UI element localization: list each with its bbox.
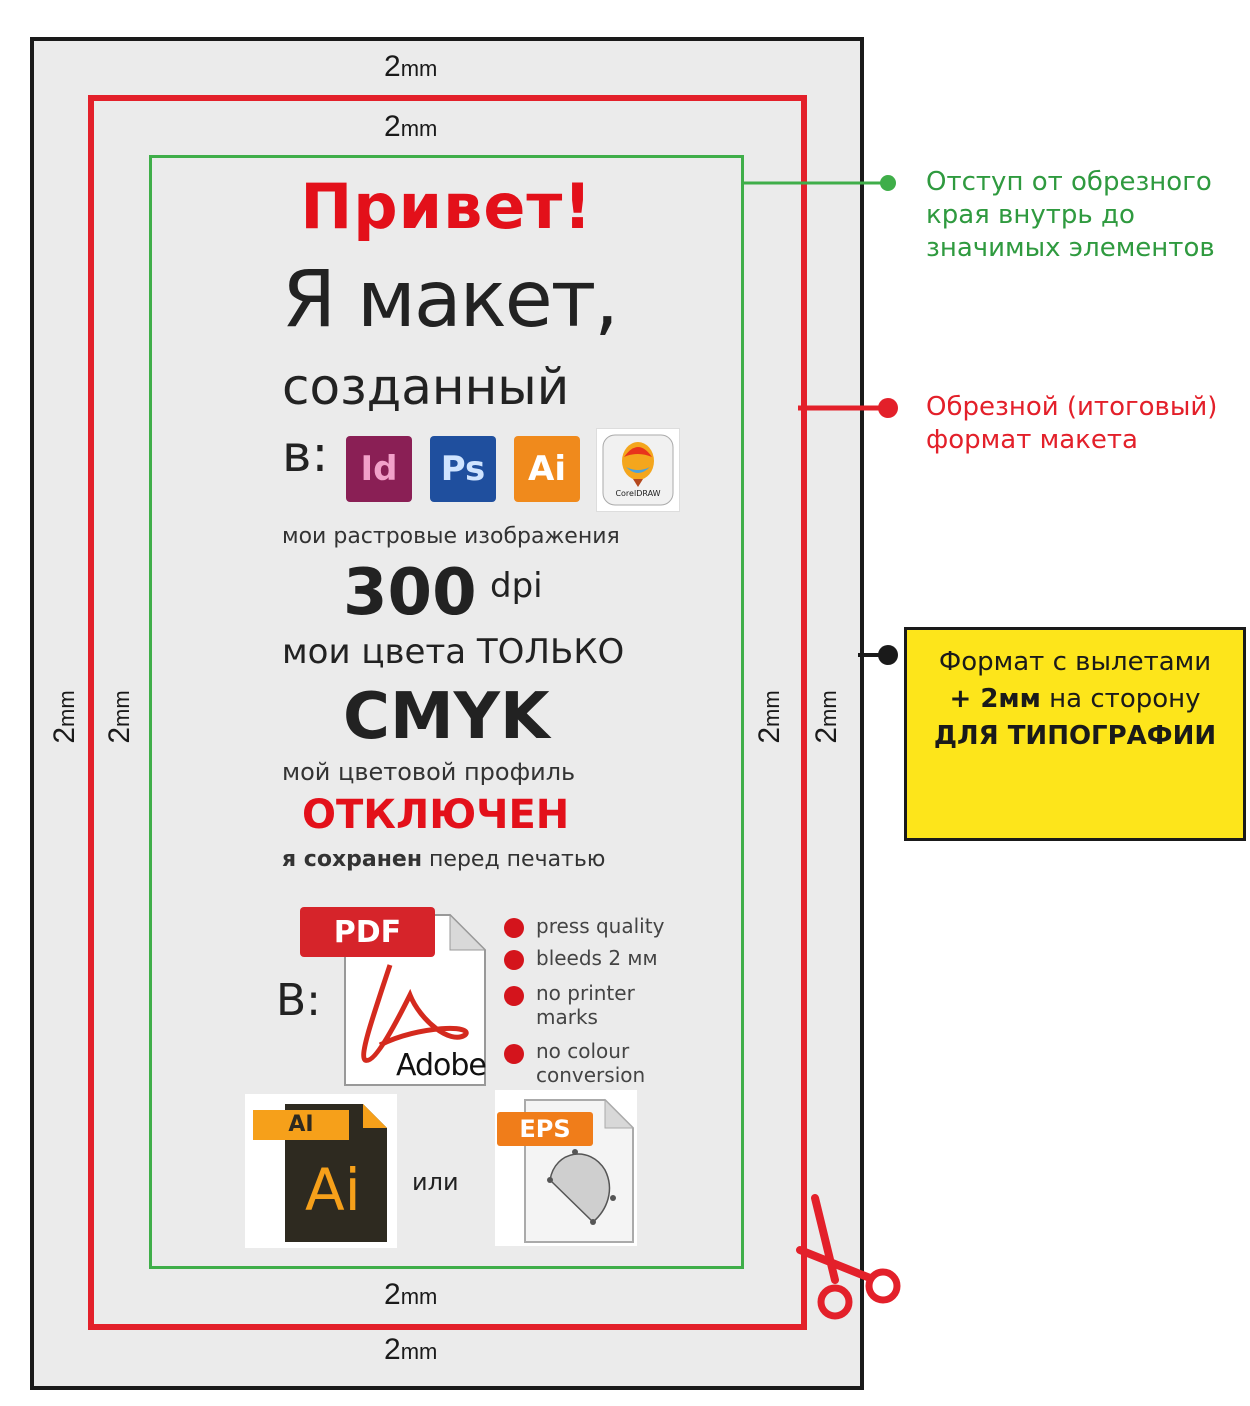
bleed-frame [30,37,864,1390]
maket-heading: Я макет, [282,255,619,345]
eps-document-icon [497,1098,635,1243]
created-heading: созданный [282,358,570,416]
note-line2-rest: на сторону [1040,684,1201,714]
list-item: bleeds 2 мм [536,946,658,970]
eps-badge: EPS [519,1115,571,1143]
bullet-dot [504,918,524,938]
profile-label: мой цветовой профиль [282,758,576,786]
pdf-badge: PDF [333,915,402,950]
list-item: press quality [536,914,665,938]
in-prefix: в: [282,425,329,483]
note-line1: Формат с вылетами [938,647,1212,677]
colors-label: мои цвета ТОЛЬКО [282,632,625,672]
coreldraw-label: CorelDRAW [615,489,661,498]
adobe-label: Adobe [396,1048,487,1083]
legend-safe-zone: Отступ от обрезного края внутрь до значи… [926,167,1215,263]
bleed-note: Формат с вылетами + 2мм на сторону ДЛЯ Т… [904,627,1246,841]
raster-label: мои растровые изображения [282,524,620,549]
or-label: или [412,1168,459,1196]
note-line2-prefix: + [949,684,981,714]
profile-state: ОТКЛЮЧЕН [302,792,570,838]
indesign-icon: Id [346,436,412,502]
safe-frame [149,155,744,1269]
bullet-dot [504,1044,524,1064]
bullet-dot [504,950,524,970]
note-line2-value: 2мм [980,684,1041,714]
saved-bold: я сохранен [282,847,423,872]
eps-file-icon: EPS [495,1090,637,1246]
in-prefix-2: В: [276,975,322,1026]
dim-top-outer: 2mm [384,50,438,83]
dim-bottom-outer: 2mm [384,1333,438,1366]
pdf-document-icon [300,907,487,1086]
coreldraw-icon: CorelDRAW [596,428,680,512]
scissors-icon [795,1190,905,1330]
scissors-shape-icon [796,1194,901,1320]
ai-badge: AI [288,1112,314,1137]
hello-heading: Привет! [300,170,593,243]
list-item: no printer marks [536,981,635,1029]
dim-bottom-inner: 2mm [384,1278,438,1311]
cmyk-label: CMYK [343,680,550,754]
ai-file-icon: AI Ai [245,1094,397,1248]
ai-file-label: Ai [305,1156,361,1224]
saved-rest: перед печатью [422,847,606,872]
safe-leader-dot [880,175,896,191]
trim-leader-dot [878,398,898,418]
illustrator-icon: Ai [514,436,580,502]
photoshop-icon: Ps [430,436,496,502]
app-icons-row: Id Ps Ai [346,436,580,502]
dpi-unit: dpi [490,566,543,606]
trim-frame [88,95,807,1330]
coreldraw-balloon-icon [602,434,674,506]
bleed-leader-dot [878,645,898,665]
dpi-value: 300 [343,556,477,630]
note-line3: ДЛЯ ТИПОГРАФИИ [933,721,1217,751]
legend-trim-format: Обрезной (итоговый) формат макета [926,392,1218,455]
ai-document-icon [253,1104,387,1242]
dim-top-inner: 2mm [384,110,438,143]
pdf-file-icon: PDF Adobe [300,905,490,1090]
saved-line: я сохранен перед печатью [282,847,605,872]
bullet-dot [504,986,524,1006]
note-line2: + 2мм на сторону [907,681,1243,718]
list-item: no colour conversion [536,1039,646,1087]
